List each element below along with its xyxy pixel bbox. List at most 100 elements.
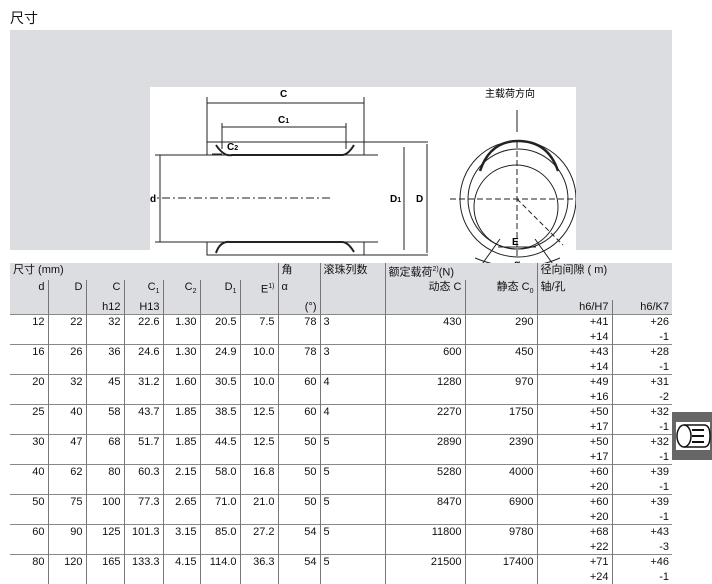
cell-ball-rows: 3	[319, 314, 385, 330]
table-row-sub: +17-1	[10, 419, 672, 435]
table-row-sub: +17-1	[10, 449, 672, 465]
label-C1: C1	[278, 115, 289, 126]
cell-C2: 1.60	[162, 374, 200, 390]
cell-D: 26	[47, 344, 86, 360]
cell-C1: 31.2	[123, 374, 163, 390]
cell-C2: 1.85	[162, 434, 200, 450]
cell-dynamic-load: 2270	[384, 404, 465, 420]
cell-dynamic-load: 430	[384, 314, 465, 330]
header-alpha: α	[277, 280, 320, 300]
cell-clearance-h7-min: +20	[536, 479, 612, 495]
cell-clearance-k7-min: -1	[611, 419, 672, 435]
header-dynamic: 动态 C	[384, 280, 465, 300]
cell-d: 12	[10, 314, 48, 330]
cell-ball-rows: 5	[319, 554, 385, 570]
bearing-drawing: C C1 C2 d D1 D 主载荷方向 E α	[150, 87, 580, 270]
cell-clearance-k7-max: +39	[611, 464, 672, 480]
cell-ball-rows: 3	[319, 344, 385, 360]
cell-C2: 4.15	[162, 554, 200, 570]
cell-static-load: 970	[464, 374, 537, 390]
cell-d: 80	[10, 554, 48, 570]
header-rows: 滚珠列数	[319, 263, 385, 281]
cell-C2: 1.85	[162, 404, 200, 420]
header-clearance: 径向间隙 ( m)	[536, 263, 672, 281]
cell-dynamic-load: 8470	[384, 494, 465, 510]
cell-C: 165	[85, 554, 124, 570]
label-C2: C2	[227, 142, 238, 153]
cell-C1: 77.3	[123, 494, 163, 510]
cell-D: 75	[47, 494, 86, 510]
cell-d: 40	[10, 464, 48, 480]
header-shaft-hole: 轴/孔	[536, 280, 672, 300]
cell-clearance-k7-max: +46	[611, 554, 672, 570]
cell-D1: 114.0	[199, 554, 240, 570]
cell-ball-rows: 4	[319, 404, 385, 420]
header-C: C	[85, 280, 124, 300]
cell-D: 22	[47, 314, 86, 330]
cell-clearance-h7-min: +14	[536, 359, 612, 375]
cell-alpha: 50	[277, 434, 320, 450]
cell-clearance-k7-max: +32	[611, 404, 672, 420]
cell-dynamic-load: 5280	[384, 464, 465, 480]
cell-E: 12.5	[239, 404, 278, 420]
header-C1-tol: H13	[123, 299, 163, 315]
header-deg: (°)	[277, 299, 320, 315]
cell-clearance-k7-min: -2	[611, 389, 672, 405]
cell-static-load: 6900	[464, 494, 537, 510]
cell-alpha: 78	[277, 314, 320, 330]
cell-clearance-h7-max: +43	[536, 344, 612, 360]
cell-alpha: 60	[277, 404, 320, 420]
cell-d: 50	[10, 494, 48, 510]
label-C: C	[280, 89, 287, 100]
cell-clearance-h7-max: +50	[536, 404, 612, 420]
header-C-tol: h12	[85, 299, 124, 315]
cell-clearance-k7-max: +43	[611, 524, 672, 540]
cell-clearance-k7-min: -1	[611, 329, 672, 345]
cell-static-load: 17400	[464, 554, 537, 570]
table-row-sub: +22-3	[10, 539, 672, 555]
cell-dynamic-load: 21500	[384, 554, 465, 570]
table-row-sub: +16-2	[10, 389, 672, 405]
drawing-panel: C C1 C2 d D1 D 主载荷方向 E α	[10, 30, 672, 270]
cell-dynamic-load: 2890	[384, 434, 465, 450]
header-load: 额定载荷2)(N)	[384, 263, 537, 281]
label-D1: D1	[390, 194, 401, 205]
cell-C1: 133.3	[123, 554, 163, 570]
cell-D1: 24.9	[199, 344, 240, 360]
cell-clearance-h7-min: +14	[536, 329, 612, 345]
label-d: d	[150, 194, 156, 205]
cell-C: 80	[85, 464, 124, 480]
label-D: D	[416, 194, 423, 205]
cell-E: 27.2	[239, 524, 278, 540]
cell-alpha: 78	[277, 344, 320, 360]
cell-ball-rows: 5	[319, 524, 385, 540]
cell-d: 20	[10, 374, 48, 390]
cell-clearance-h7-min: +16	[536, 389, 612, 405]
table-row-sub: +20-1	[10, 509, 672, 525]
cell-C2: 3.15	[162, 524, 200, 540]
cell-C2: 1.30	[162, 344, 200, 360]
cell-E: 10.0	[239, 374, 278, 390]
cell-D: 120	[47, 554, 86, 570]
section-title: 尺寸	[10, 11, 38, 27]
cell-d: 16	[10, 344, 48, 360]
cell-static-load: 4000	[464, 464, 537, 480]
header-dims: 尺寸 (mm)	[10, 263, 278, 281]
header-D: D	[47, 280, 86, 300]
cell-E: 21.0	[239, 494, 278, 510]
cell-C: 58	[85, 404, 124, 420]
cell-E: 16.8	[239, 464, 278, 480]
cell-E: 7.5	[239, 314, 278, 330]
cell-alpha: 54	[277, 554, 320, 570]
linear-bearing-icon	[672, 412, 712, 460]
header-angle: 角	[277, 263, 320, 281]
cell-clearance-k7-max: +39	[611, 494, 672, 510]
cell-static-load: 290	[464, 314, 537, 330]
cell-dynamic-load: 600	[384, 344, 465, 360]
